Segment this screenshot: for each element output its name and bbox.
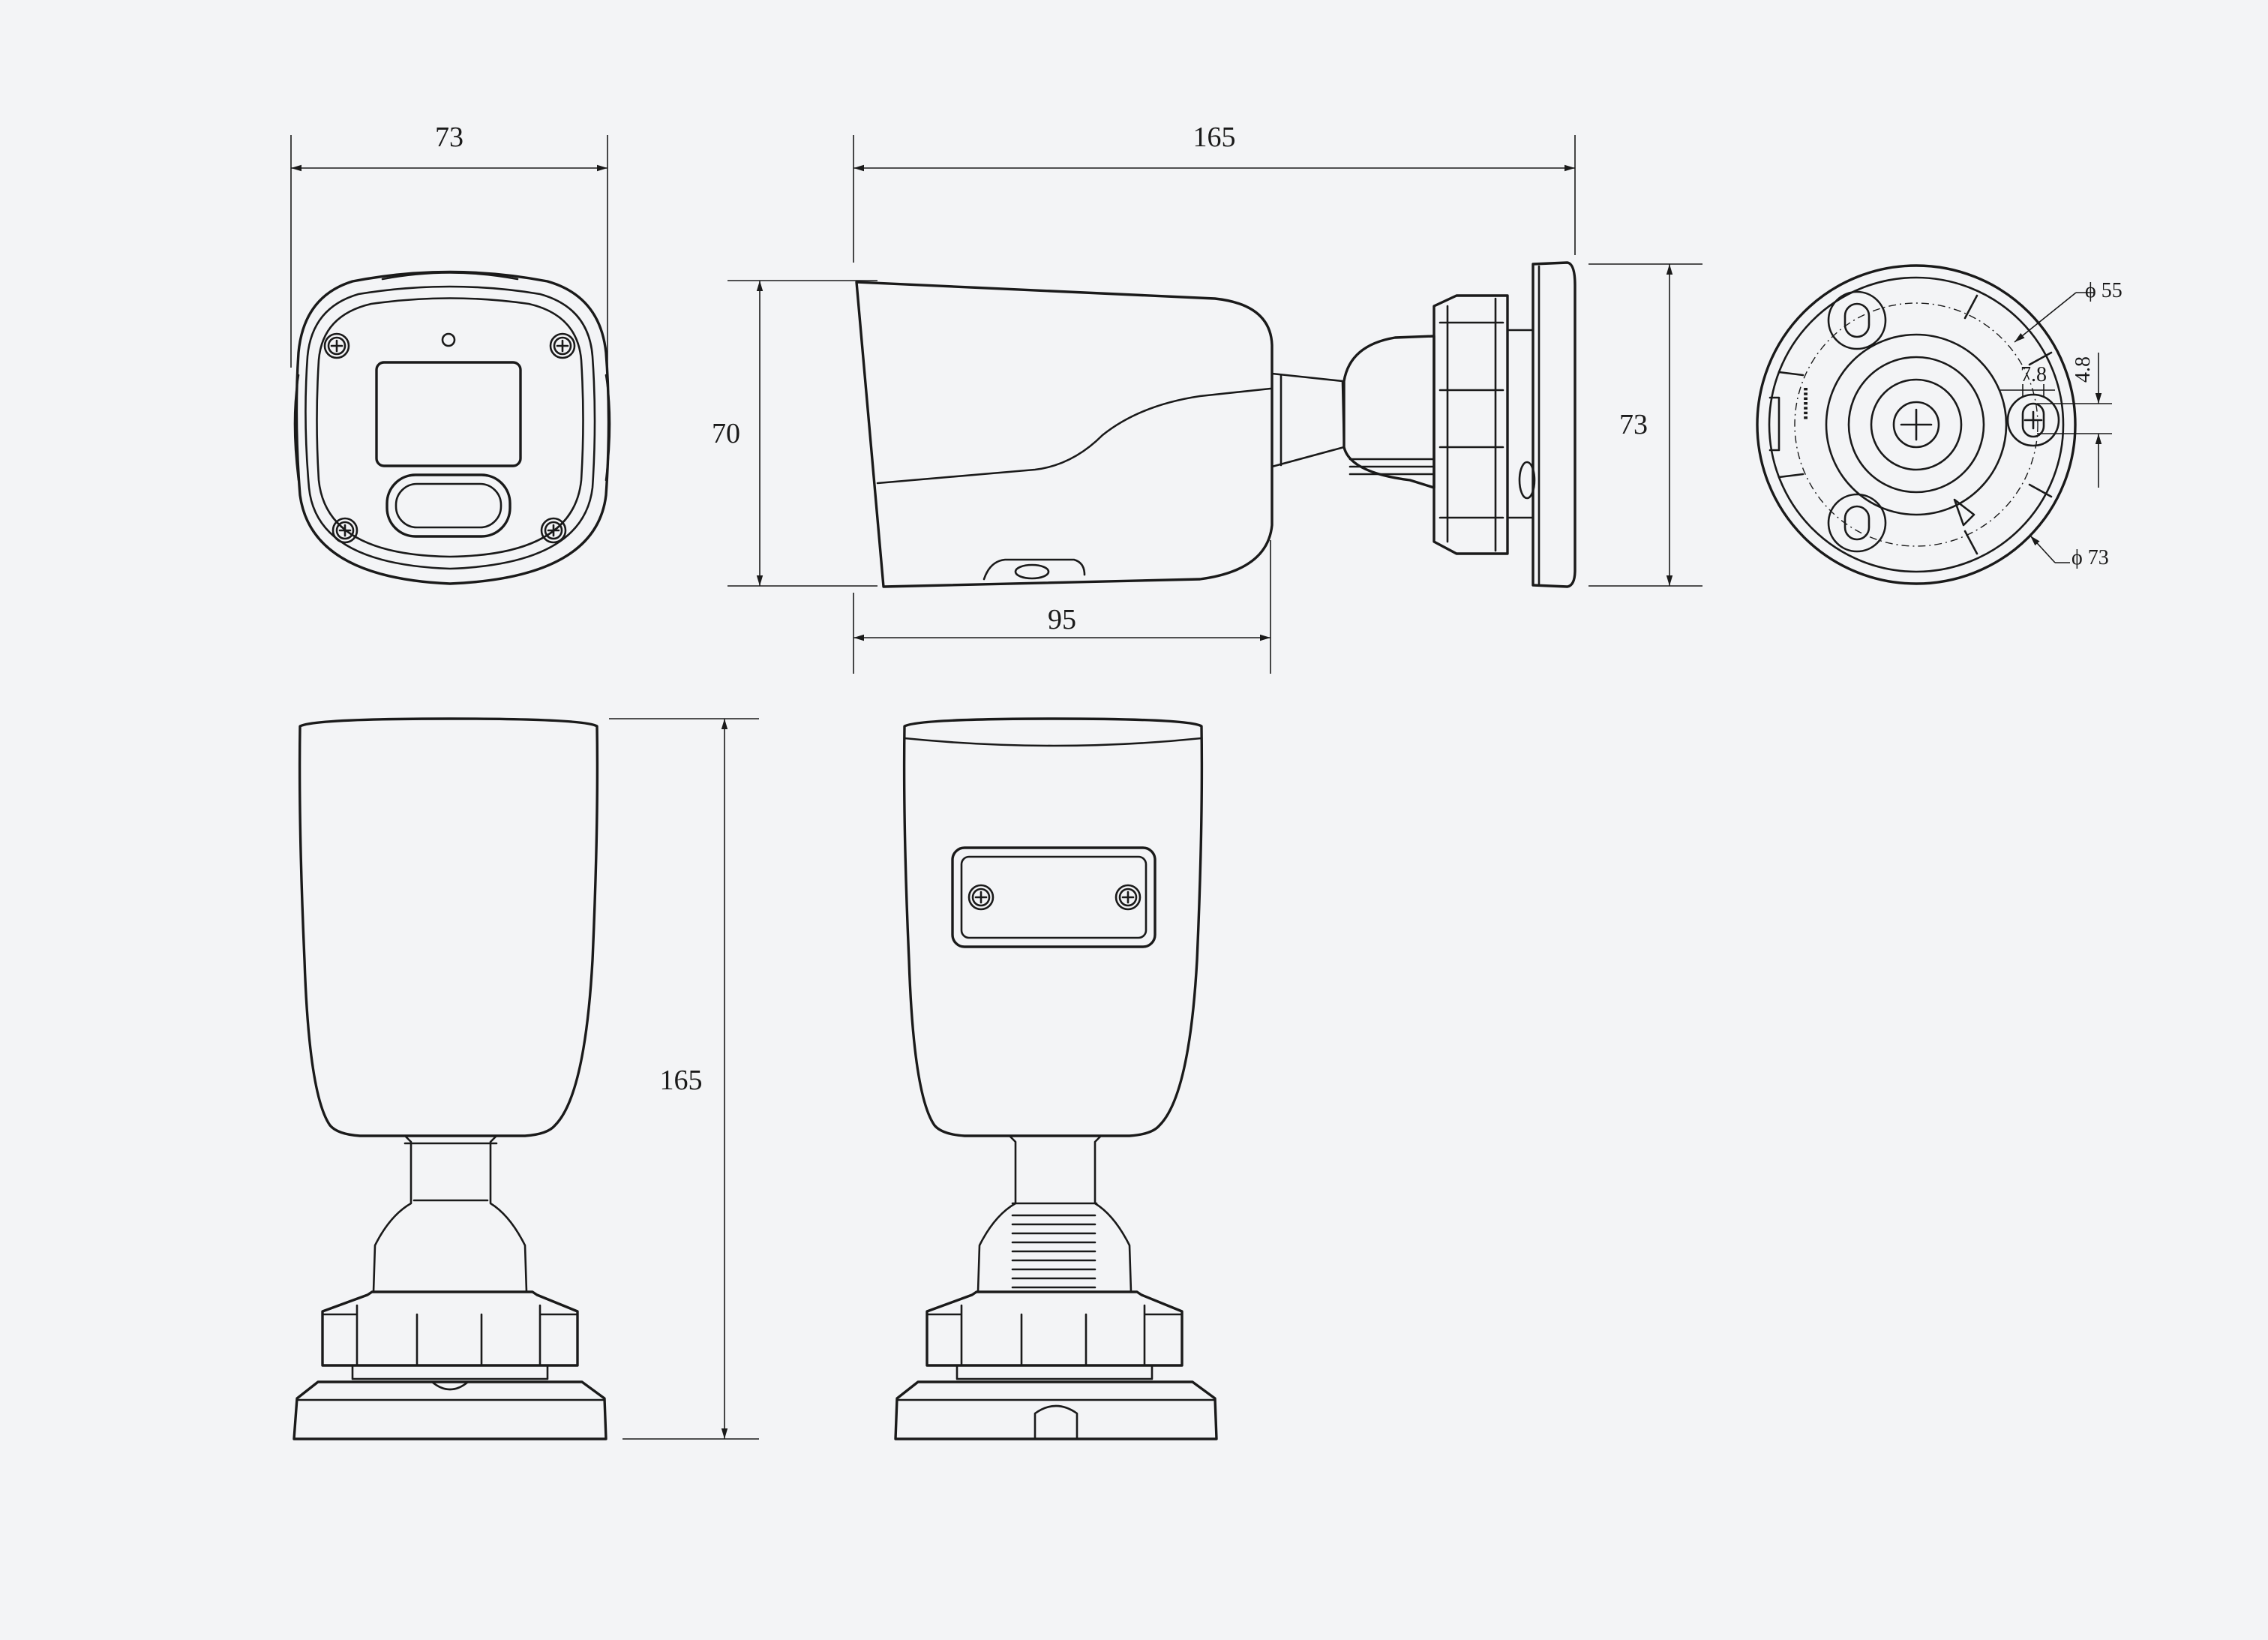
- bottom-screw-right: [1114, 884, 1142, 911]
- side-ball-ring-2: [1348, 465, 1436, 476]
- side-shroud-line: [876, 387, 1272, 485]
- base-center-cross: [1900, 408, 1933, 441]
- side-body: [855, 281, 1274, 588]
- front-face-plate: [316, 297, 584, 558]
- front-ir-window-inner: [394, 482, 502, 529]
- top-ring-grips: [321, 1304, 579, 1367]
- side-height-label: 70: [712, 418, 740, 449]
- front-housing-bezel: [304, 285, 596, 570]
- side-ring-grips: [1438, 321, 1504, 519]
- front-screw-br: [540, 517, 567, 544]
- base-center-hole: [1892, 401, 1940, 449]
- bottom-knurl: [1011, 1214, 1096, 1289]
- base-mold-text: ∎∎∎∎∎∎∎: [1802, 386, 1810, 420]
- total-length-label: 165: [1193, 122, 1236, 153]
- bottom-base-neck: [956, 1364, 1154, 1380]
- side-view: 165 70 95 73: [712, 122, 1702, 674]
- base-cable-port: [1768, 396, 1780, 452]
- top-neck-ball: [372, 1134, 528, 1293]
- base-view: ∎∎∎∎∎∎∎ ϕ 55 ϕ 73 7.8 4.8: [1756, 264, 2122, 585]
- side-ball-joint: [1342, 335, 1436, 489]
- front-top-ridge: [381, 272, 519, 281]
- front-side-right: [604, 374, 611, 482]
- top-view: 165: [292, 717, 759, 1440]
- side-base-plate: [1532, 261, 1576, 588]
- top-body: [298, 717, 599, 1137]
- base-bolt-circle: [1794, 302, 2038, 547]
- slot-width-label: 7.8: [2020, 363, 2047, 386]
- front-screw-tr: [549, 332, 576, 359]
- top-locking-ring: [321, 1290, 579, 1367]
- outer-dia-leader: [2030, 535, 2056, 563]
- base-slot-top: [1827, 290, 1887, 350]
- side-bottom-tab: [982, 558, 1086, 581]
- base-center-boss: [1847, 356, 1985, 494]
- slot-height-label: 4.8: [2072, 356, 2095, 383]
- side-cable-notch: [1518, 461, 1536, 500]
- base-outer-circle-inner: [1768, 276, 2065, 573]
- base-outer-circle: [1756, 264, 2077, 585]
- side-neck: [1270, 372, 1346, 468]
- front-screw-bl: [332, 517, 358, 544]
- top-neck-lines: [404, 1142, 498, 1202]
- bottom-cover-plate-inner: [960, 855, 1148, 939]
- top-base-neck: [351, 1364, 549, 1380]
- bottom-rim: [903, 737, 1203, 747]
- front-view: 73: [290, 122, 611, 585]
- vertical-height-label: 165: [660, 1065, 703, 1096]
- bottom-locking-ring: [926, 1290, 1184, 1367]
- front-lens-window: [375, 361, 522, 467]
- base-slot-bottom: [1827, 493, 1887, 553]
- base-ribs: [1778, 294, 2053, 555]
- bottom-body: [902, 717, 1204, 1137]
- front-width-label: 73: [435, 122, 464, 153]
- front-screw-tl: [323, 332, 350, 359]
- bottom-base: [894, 1380, 1218, 1440]
- bottom-cover-plate: [951, 846, 1156, 948]
- bottom-cable-exit: [1034, 1404, 1078, 1440]
- top-base-notch: [430, 1380, 470, 1391]
- base-arrow-mark: [1953, 498, 1976, 527]
- front-side-left: [293, 374, 300, 482]
- base-center-ring: [1825, 333, 2008, 516]
- bottom-screw-left: [968, 884, 994, 911]
- base-center-boss-inner: [1870, 378, 1963, 471]
- top-base: [292, 1380, 608, 1440]
- bottom-view: [894, 717, 1218, 1440]
- front-ir-window: [386, 473, 512, 538]
- inner-dia-leader: [2014, 292, 2077, 343]
- outer-dia-label: ϕ 73: [2072, 546, 2109, 569]
- side-bottom-hole: [1014, 563, 1050, 580]
- side-ring-edges: [1446, 297, 1497, 552]
- inner-dia-label: ϕ 55: [2085, 279, 2122, 302]
- front-mic-hole: [441, 332, 456, 347]
- bottom-ring-grips: [926, 1304, 1184, 1367]
- body-length-label: 95: [1048, 604, 1076, 635]
- base-slot-right: [2006, 393, 2060, 447]
- side-locking-ring: [1432, 294, 1509, 555]
- base-height-label: 73: [1619, 409, 1648, 440]
